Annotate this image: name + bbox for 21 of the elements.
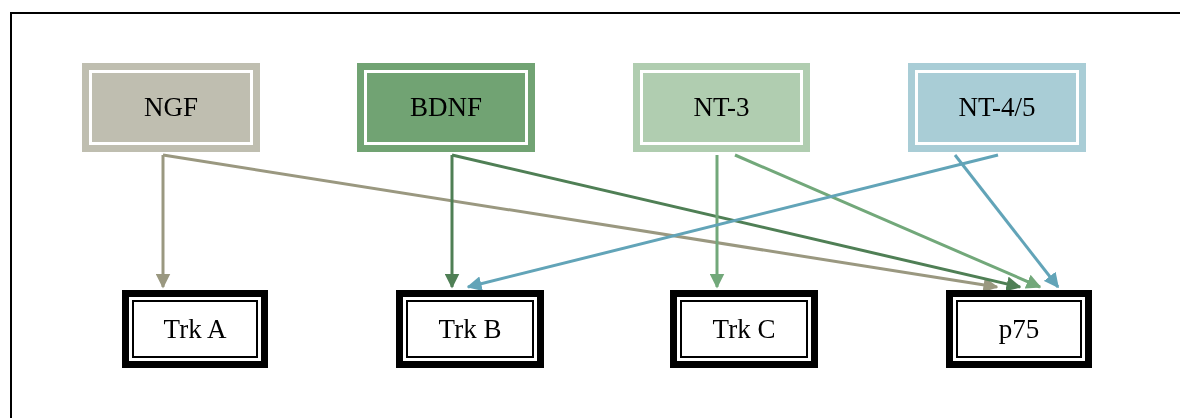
node-label: p75 [998, 313, 1040, 345]
arrow [709, 155, 725, 289]
neurotrophin-box [357, 63, 535, 152]
node-label: Trk A [163, 313, 227, 345]
receptor-box [670, 290, 818, 368]
neurotrophin-box [82, 63, 260, 152]
neurotrophin-box [908, 63, 1086, 152]
receptor-box [396, 290, 544, 368]
node-label: BDNF [410, 92, 482, 123]
receptor-box [946, 290, 1092, 368]
node-label: NGF [144, 92, 198, 123]
node-label: NT-4/5 [958, 92, 1036, 123]
node-label: Trk C [712, 313, 776, 345]
arrow [444, 155, 460, 289]
arrow [155, 155, 171, 289]
receptor-box [122, 290, 268, 368]
neurotrophin-box [633, 63, 810, 152]
node-label: NT-3 [693, 92, 750, 123]
arrow [953, 154, 1060, 289]
node-label: Trk B [438, 313, 502, 345]
arrow [734, 153, 1042, 289]
